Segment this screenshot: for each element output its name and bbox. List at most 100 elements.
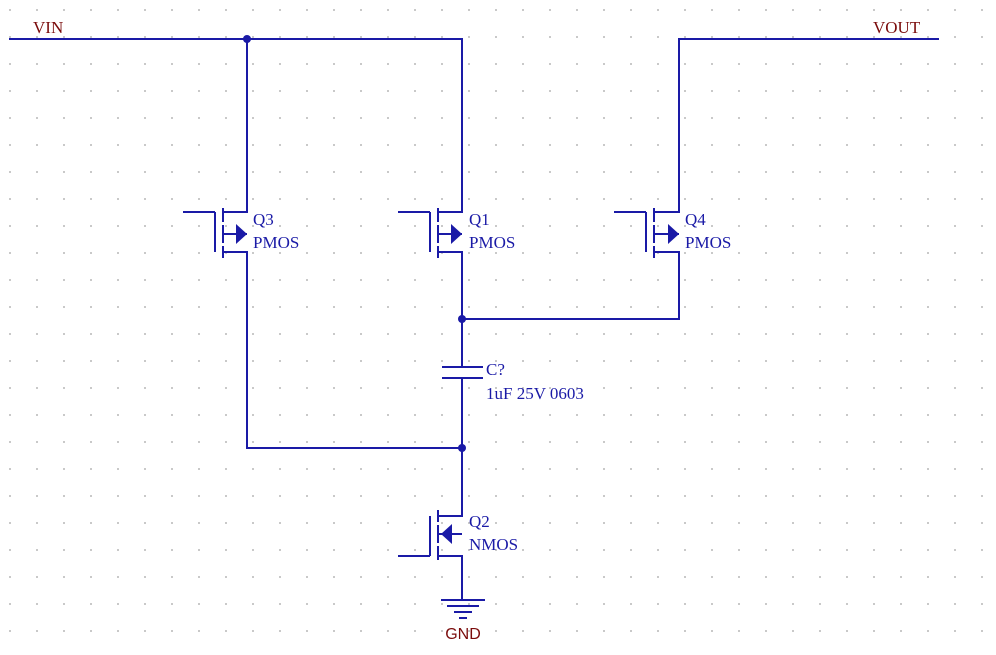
grid-dot [252,522,254,524]
grid-dot [738,90,740,92]
grid-dot [225,414,227,416]
grid-dot [198,603,200,605]
grid-dot [711,468,713,470]
grid-dot [252,144,254,146]
transistor-q4[interactable]: Q4 PMOS [614,194,731,258]
grid-dot [198,495,200,497]
grid-dot [63,333,65,335]
transistor-q2[interactable]: Q2 NMOS [398,510,518,560]
grid-dot [468,522,470,524]
grid-dot [387,198,389,200]
grid-dot [63,468,65,470]
grid-dot [225,630,227,632]
grid-dot [441,549,443,551]
grid-dot [738,522,740,524]
grid-dot [981,495,983,497]
transistor-q1[interactable]: Q1 PMOS [398,194,515,258]
grid-dot [846,360,848,362]
grid-dot [603,117,605,119]
grid-dot [549,117,551,119]
grid-dot [333,333,335,335]
grid-dot [576,414,578,416]
grid-dot [468,252,470,254]
grid-dot [981,279,983,281]
grid-dot [981,522,983,524]
grid-dot [360,171,362,173]
grid-dot [576,63,578,65]
grid-dot [90,414,92,416]
grid-dot [252,36,254,38]
grid-dot [981,576,983,578]
grid-dot [576,549,578,551]
grid-dot [360,9,362,11]
grid-dot [873,576,875,578]
grid-dot [36,117,38,119]
grid-dot [9,144,11,146]
grid-dot [387,387,389,389]
grid-dot [306,495,308,497]
grid-dot [117,522,119,524]
grid-dot [225,468,227,470]
grid-dot [630,441,632,443]
grid-dot [900,171,902,173]
grid-dot [252,360,254,362]
grid-dot [225,36,227,38]
grid-dot [441,387,443,389]
grid-dot [333,117,335,119]
grid-dot [252,117,254,119]
grid-dot [63,36,65,38]
grid-dot [873,333,875,335]
grid-dot [495,279,497,281]
grid-dot [873,144,875,146]
grid-dot [819,360,821,362]
grid-dot [657,306,659,308]
grid-dot [846,468,848,470]
grid-dot [522,306,524,308]
grid-dot [387,522,389,524]
grid-dot [927,360,929,362]
grid-dot [900,144,902,146]
grid-dot [468,630,470,632]
grid-dot [711,225,713,227]
grid-dot [711,144,713,146]
grid-dot [846,441,848,443]
grid-dots [9,9,983,632]
grid-dot [819,630,821,632]
grid-dot [441,9,443,11]
grid-dot [738,441,740,443]
grid-dot [549,171,551,173]
grid-dot [414,333,416,335]
grid-dot [576,603,578,605]
transistor-q3[interactable]: Q3 PMOS [183,194,299,258]
grid-dot [387,576,389,578]
grid-dot [306,252,308,254]
grid-dot [495,198,497,200]
capacitor-c1[interactable]: C? 1uF 25V 0603 [442,360,584,403]
grid-dot [792,306,794,308]
grid-dot [711,387,713,389]
grid-dot [495,495,497,497]
grid-dot [36,522,38,524]
grid-dot [333,90,335,92]
grid-dot [360,117,362,119]
grid-dot [954,603,956,605]
grid-dot [927,441,929,443]
q4-ref-label: Q4 [685,210,706,229]
grid-dot [981,198,983,200]
grid-dot [63,171,65,173]
grid-dot [900,414,902,416]
q2-ref-label: Q2 [469,512,490,531]
grid-dot [333,603,335,605]
grid-dot [279,144,281,146]
grid-dot [495,441,497,443]
grid-dot [900,441,902,443]
grid-dot [387,333,389,335]
grid-dot [117,576,119,578]
grid-dot [441,225,443,227]
grid-dot [846,495,848,497]
grid-dot [576,360,578,362]
grid-dot [279,306,281,308]
grid-dot [657,63,659,65]
grid-dot [873,36,875,38]
grid-dot [927,576,929,578]
